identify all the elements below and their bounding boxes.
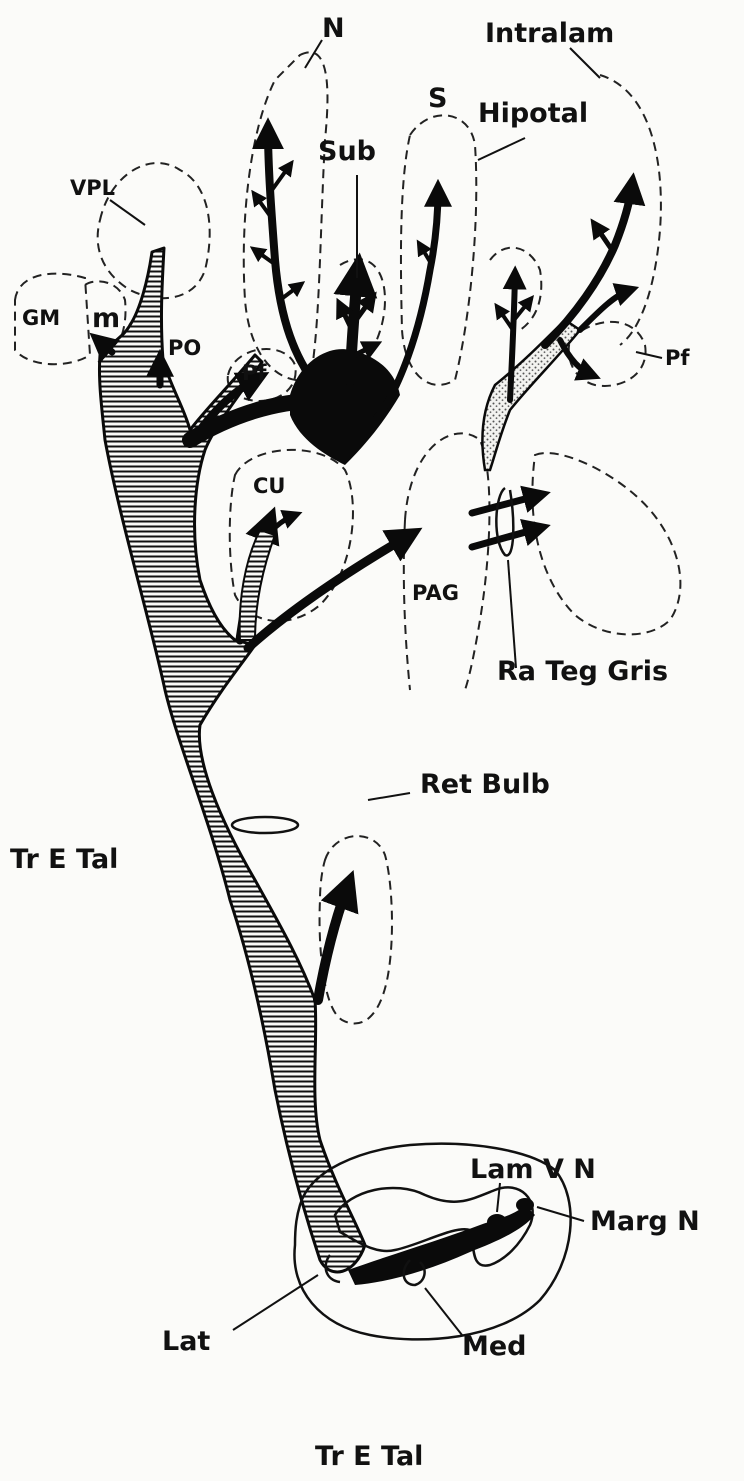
branch-to-pf-right xyxy=(560,340,592,375)
leader-lam-v-n xyxy=(497,1183,500,1212)
label-po: PO xyxy=(168,336,201,360)
label-pf-right: Pf xyxy=(665,346,690,370)
ra-teg-gris-loop xyxy=(496,488,513,555)
label-ra-teg-gris: Ra Teg Gris xyxy=(497,656,668,687)
pag-left-edge xyxy=(404,520,410,690)
label-lam-v-n: Lam V N xyxy=(470,1154,596,1185)
branch-n-twig-2 xyxy=(272,165,290,190)
cu-branch-hatch xyxy=(240,530,275,640)
label-tr-e-tal-bottom: Tr E Tal xyxy=(315,1441,423,1472)
label-vpl: VPL xyxy=(70,176,115,200)
label-s: S xyxy=(428,83,447,114)
leader-ret-bulb xyxy=(368,793,410,800)
label-m: m xyxy=(92,303,120,334)
branch-to-n xyxy=(268,130,320,390)
label-hipotal: Hipotal xyxy=(478,98,588,129)
leader-hipotal xyxy=(478,138,525,160)
leader-marg-n xyxy=(537,1207,584,1221)
label-marg-n: Marg N xyxy=(590,1206,700,1237)
label-pag: PAG xyxy=(412,581,459,605)
leader-vpl xyxy=(110,200,145,225)
cord-black-band xyxy=(348,1205,535,1285)
leader-n xyxy=(305,40,322,68)
branch-ra-arrow-2 xyxy=(472,528,540,547)
branch-to-pag xyxy=(248,535,410,648)
leader-ra-teg-gris xyxy=(508,560,516,668)
tract-ring xyxy=(232,817,298,833)
stippled-branch xyxy=(482,320,580,470)
cord-marg-dot xyxy=(516,1198,534,1212)
cord-lam-v-dot xyxy=(487,1214,507,1230)
label-lat: Lat xyxy=(162,1326,210,1357)
label-sub: Sub xyxy=(318,136,376,167)
branch-to-ret-bulb xyxy=(318,885,348,1000)
label-med: Med xyxy=(462,1331,527,1362)
branch-to-m xyxy=(98,340,112,352)
pag-outline xyxy=(405,433,489,690)
leader-pf-right xyxy=(636,352,662,358)
label-tr-e-tal-side: Tr E Tal xyxy=(10,844,118,875)
branch-ra-arrow-1 xyxy=(472,495,540,513)
ra-teg-gris-outline xyxy=(532,453,680,634)
branch-intralam-twig xyxy=(595,225,612,250)
leader-intralam xyxy=(570,48,600,78)
label-gm: GM xyxy=(22,306,60,330)
leader-lat xyxy=(233,1275,318,1330)
leader-med xyxy=(425,1288,462,1335)
label-pf-left: Pf xyxy=(242,361,267,385)
label-ret-bulb: Ret Bulb xyxy=(420,769,550,800)
label-intralam: Intralam xyxy=(485,18,614,49)
label-n: N xyxy=(322,13,345,44)
label-cu: CU xyxy=(253,474,285,498)
